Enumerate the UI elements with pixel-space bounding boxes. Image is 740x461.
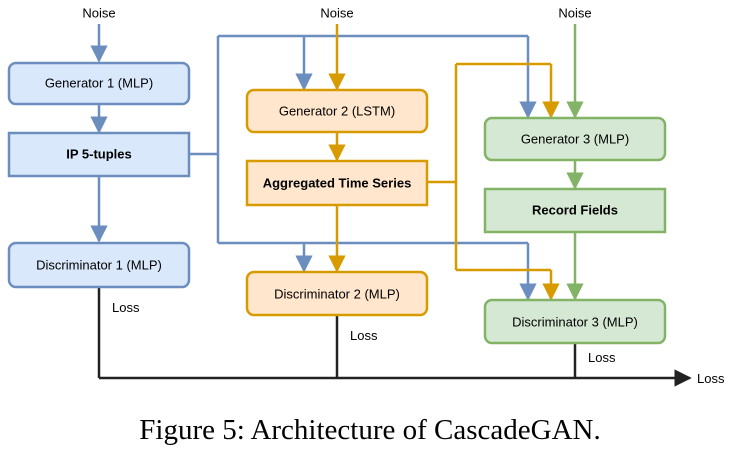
orange-connectors <box>328 24 560 301</box>
node-disc2: Discriminator 2 (MLP) <box>245 270 429 317</box>
noise-label-1: Noise <box>82 6 115 21</box>
node-disc3: Discriminator 3 (MLP) <box>483 298 667 345</box>
node-disc2-label: Discriminator 2 (MLP) <box>274 287 400 302</box>
loss-label-disc3: Loss <box>588 350 616 365</box>
node-agg-series: Aggregated Time Series <box>245 159 429 207</box>
noise-label-2: Noise <box>320 6 353 21</box>
node-disc3-label: Discriminator 3 (MLP) <box>512 315 638 330</box>
node-disc1: Discriminator 1 (MLP) <box>7 241 191 289</box>
node-gen2-label: Generator 2 (LSTM) <box>279 104 395 119</box>
loss-label-disc1: Loss <box>112 300 140 315</box>
node-gen1-label: Generator 1 (MLP) <box>45 76 153 91</box>
node-gen2: Generator 2 (LSTM) <box>245 88 429 134</box>
node-disc1-label: Discriminator 1 (MLP) <box>36 258 162 273</box>
loss-lines <box>97 287 692 387</box>
node-ip-tuples-label: IP 5-tuples <box>66 147 132 162</box>
loss-label-disc2: Loss <box>350 328 378 343</box>
node-ip-tuples: IP 5-tuples <box>7 131 191 178</box>
loss-label-total: Loss <box>697 371 725 386</box>
node-gen1: Generator 1 (MLP) <box>7 61 191 106</box>
node-agg-series-label: Aggregated Time Series <box>263 176 412 191</box>
node-record-fields-label: Record Fields <box>532 203 618 218</box>
node-record-fields: Record Fields <box>483 187 667 234</box>
noise-label-3: Noise <box>558 6 591 21</box>
node-gen3: Generator 3 (MLP) <box>483 116 667 162</box>
blue-connectors <box>90 24 537 301</box>
node-gen3-label: Generator 3 (MLP) <box>521 132 629 147</box>
figure-caption: Figure 5: Architecture of CascadeGAN. <box>139 414 601 446</box>
